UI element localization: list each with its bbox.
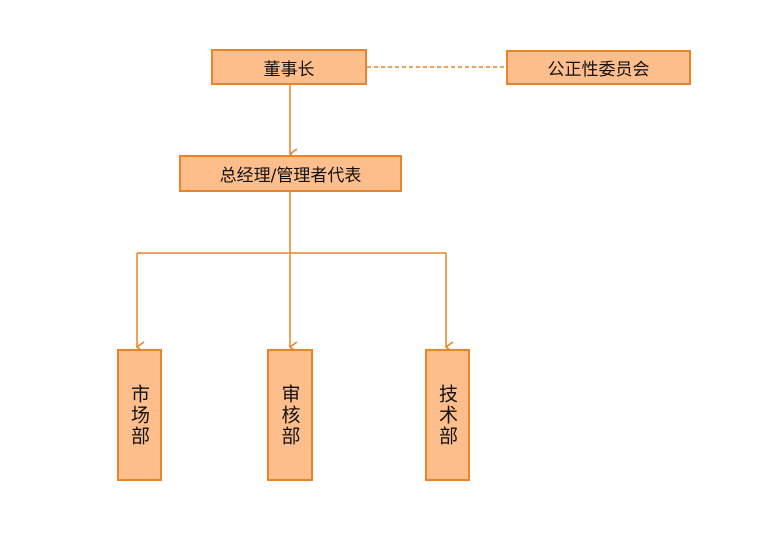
audit-dept-label: 审核部	[278, 383, 301, 447]
committee-box: 公正性委员会	[506, 50, 691, 85]
general-manager-label: 总经理/管理者代表	[219, 166, 362, 186]
technical-dept-label: 技术部	[436, 383, 458, 447]
audit-dept-box: 审核部	[267, 349, 313, 481]
chairman-label: 董事长	[263, 59, 315, 80]
general-manager-box: 总经理/管理者代表	[179, 155, 402, 192]
marketing-dept-box: 市场部	[117, 349, 162, 481]
marketing-dept-label: 市场部	[128, 383, 150, 447]
technical-dept-box: 技术部	[425, 349, 470, 481]
committee-label: 公正性委员会	[547, 60, 650, 80]
chairman-box: 董事长	[211, 49, 367, 85]
